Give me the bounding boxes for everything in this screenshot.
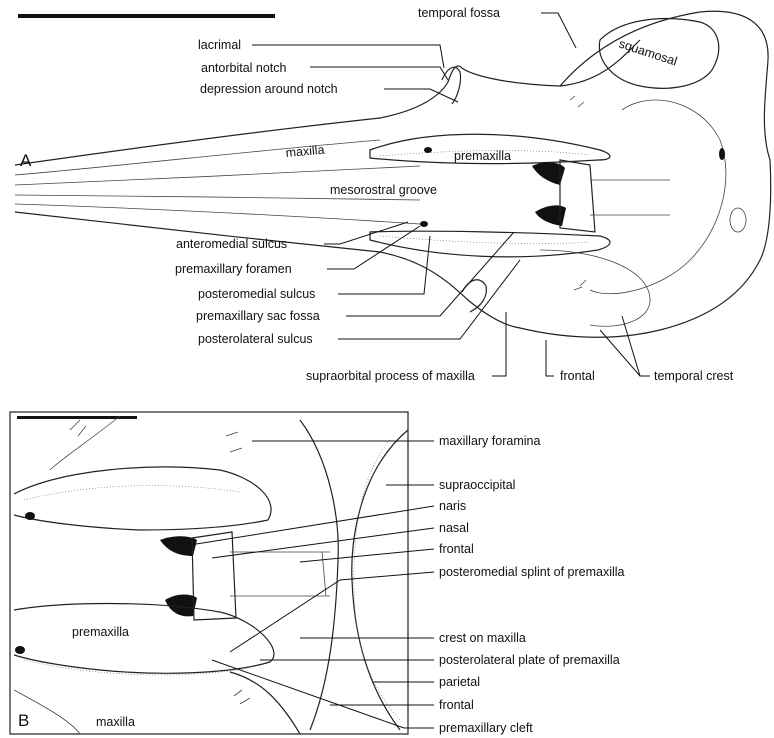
label-frontal-a: frontal [560, 369, 595, 383]
label-premaxillary-sac-fossa: premaxillary sac fossa [196, 309, 320, 323]
label-frontal-b2: frontal [439, 698, 474, 712]
label-premaxilla-b: premaxilla [72, 625, 129, 639]
label-maxilla-a: maxilla [285, 143, 325, 160]
leader-anteromedial-sulcus [324, 222, 408, 244]
panel-a: A temporal fossa lacrimal antorbital not… [15, 6, 771, 383]
leader-frontal-b [300, 549, 434, 562]
label-parietal: parietal [439, 675, 480, 689]
leader-nasal [212, 528, 434, 558]
scale-bar-a [18, 14, 275, 18]
label-premaxillary-foramen: premaxillary foramen [175, 262, 292, 276]
leader-depression-around-notch [384, 89, 458, 102]
label-depression-around-notch: depression around notch [200, 82, 338, 96]
label-supraorbital-process: supraorbital process of maxilla [306, 369, 475, 383]
label-premaxilla-a: premaxilla [454, 149, 511, 163]
label-posteromedial-sulcus: posteromedial sulcus [198, 287, 315, 301]
panel-letter-a: A [20, 151, 32, 170]
leader-temporal-fossa [541, 13, 576, 48]
label-squamosal: squamosal [617, 37, 679, 69]
label-temporal-fossa: temporal fossa [418, 6, 500, 20]
label-naris: naris [439, 499, 466, 513]
label-lacrimal: lacrimal [198, 38, 241, 52]
panel-b: B premaxilla maxilla maxillary foramina … [10, 412, 625, 735]
label-crest-on-maxilla: crest on maxilla [439, 631, 526, 645]
leader-frontal-a [546, 340, 554, 376]
label-anteromedial-sulcus: anteromedial sulcus [176, 237, 287, 251]
leader-temporal-crest [600, 316, 650, 376]
leader-premaxillary-sac-fossa [346, 232, 514, 316]
leader-posterolateral-sulcus [338, 260, 520, 339]
leader-posteromedial-sulcus [338, 236, 430, 294]
label-temporal-crest: temporal crest [654, 369, 734, 383]
panel-b-frame [10, 412, 408, 734]
panel-letter-b: B [18, 711, 29, 730]
label-nasal: nasal [439, 521, 469, 535]
label-frontal-b: frontal [439, 542, 474, 556]
label-premaxillary-cleft: premaxillary cleft [439, 721, 533, 735]
label-posterolateral-plate: posterolateral plate of premaxilla [439, 653, 620, 667]
leader-antorbital-notch [310, 67, 448, 80]
label-mesorostral-groove: mesorostral groove [330, 183, 437, 197]
skull-drawing-b [14, 416, 408, 734]
label-maxilla-b: maxilla [96, 715, 135, 729]
leader-naris [190, 506, 434, 545]
label-supraoccipital: supraoccipital [439, 478, 515, 492]
label-posteromedial-splint: posteromedial splint of premaxilla [439, 565, 625, 579]
label-maxillary-foramina: maxillary foramina [439, 434, 540, 448]
leader-premaxillary-cleft [212, 660, 434, 728]
label-antorbital-notch: antorbital notch [201, 61, 287, 75]
label-posterolateral-sulcus: posterolateral sulcus [198, 332, 313, 346]
